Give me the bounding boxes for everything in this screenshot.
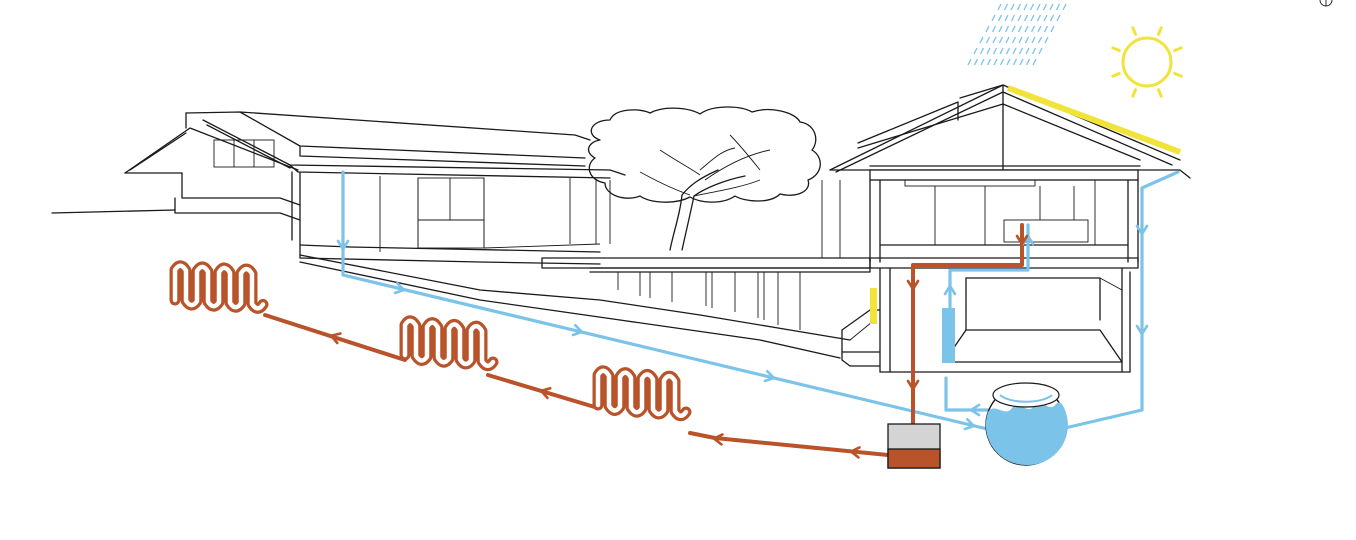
treatment-tank (887, 423, 941, 469)
flow-arrow-icon (969, 403, 981, 417)
drip-field-coils (169, 260, 692, 422)
flow-arrow-icon (336, 239, 350, 251)
flow-arrow-icon (849, 446, 861, 459)
right-pavilion (829, 84, 1191, 373)
flow-arrow-icon (329, 332, 342, 345)
flow-arrow-icon (943, 284, 957, 296)
left-wing (124, 111, 626, 265)
rainwater-pipes (341, 170, 1180, 434)
flow-arrow-icon (1015, 234, 1029, 246)
yellow-panel (870, 288, 877, 324)
rain-filter (942, 308, 955, 363)
flow-arrow-icon (1135, 224, 1149, 236)
flow-arrow-icon (1135, 324, 1149, 336)
rain-icon (967, 3, 1067, 66)
tree (587, 106, 821, 251)
flow-arrow-icon (906, 379, 920, 391)
flow-arrow-icon (906, 279, 920, 291)
deck (541, 180, 871, 330)
flow-arrow-icon (539, 386, 552, 400)
sun-icon (1111, 26, 1183, 98)
flow-arrow-icon (393, 281, 406, 295)
flow-arrow-icon (963, 417, 976, 431)
solar-panel (1006, 85, 1182, 155)
flow-arrow-icon (571, 323, 584, 337)
corner-mark-icon (1319, 0, 1333, 7)
terrain (51, 209, 851, 359)
flow-arrows (329, 224, 1149, 459)
flow-arrow-icon (712, 433, 724, 446)
flow-arrow-icon (763, 369, 776, 383)
rainwater-tank (985, 382, 1068, 466)
